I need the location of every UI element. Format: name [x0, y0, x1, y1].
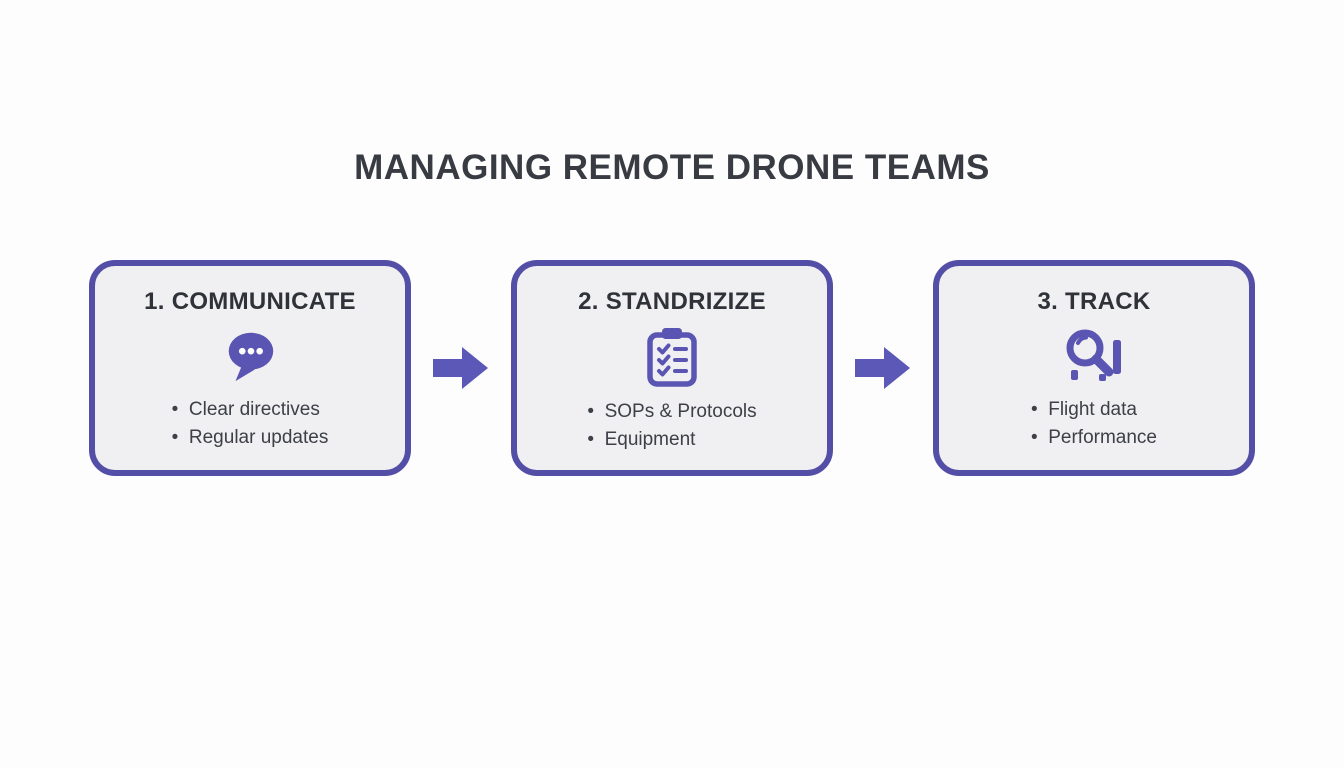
speech-bubble-icon	[219, 326, 281, 386]
bullet-item: Equipment	[587, 426, 756, 454]
step-card-communicate: 1. COMMUNICATE Clear directives Regular …	[89, 260, 411, 476]
right-arrow-icon	[855, 347, 910, 389]
step-bullet-list: Flight data Performance	[1031, 396, 1157, 452]
flow-arrow-1	[411, 346, 511, 390]
step-card-standrizize: 2. STANDRIZIZE SOPs & Protocols Equipmen…	[511, 260, 833, 476]
magnifier-bar-chart-icon	[1061, 326, 1127, 386]
step-bullet-list: SOPs & Protocols Equipment	[587, 398, 757, 454]
process-flow: 1. COMMUNICATE Clear directives Regular …	[89, 260, 1255, 476]
page-title: MANAGING REMOTE DRONE TEAMS	[354, 148, 990, 187]
bullet-item: Clear directives	[172, 396, 329, 424]
bullet-item: Regular updates	[172, 424, 328, 452]
bullet-item: Performance	[1031, 424, 1157, 452]
step-title: 2. STANDRIZIZE	[578, 288, 766, 315]
bullet-item: Flight data	[1031, 396, 1157, 424]
step-title: 3. TRACK	[1037, 288, 1151, 315]
step-title: 1. COMMUNICATE	[144, 288, 356, 315]
bullet-item: SOPs & Protocols	[587, 398, 757, 426]
flow-arrow-2	[833, 346, 933, 390]
right-arrow-icon	[433, 347, 488, 389]
step-card-track: 3. TRACK Flight data Performance	[933, 260, 1255, 476]
step-bullet-list: Clear directives Regular updates	[172, 396, 329, 452]
clipboard-checklist-icon	[643, 326, 701, 388]
